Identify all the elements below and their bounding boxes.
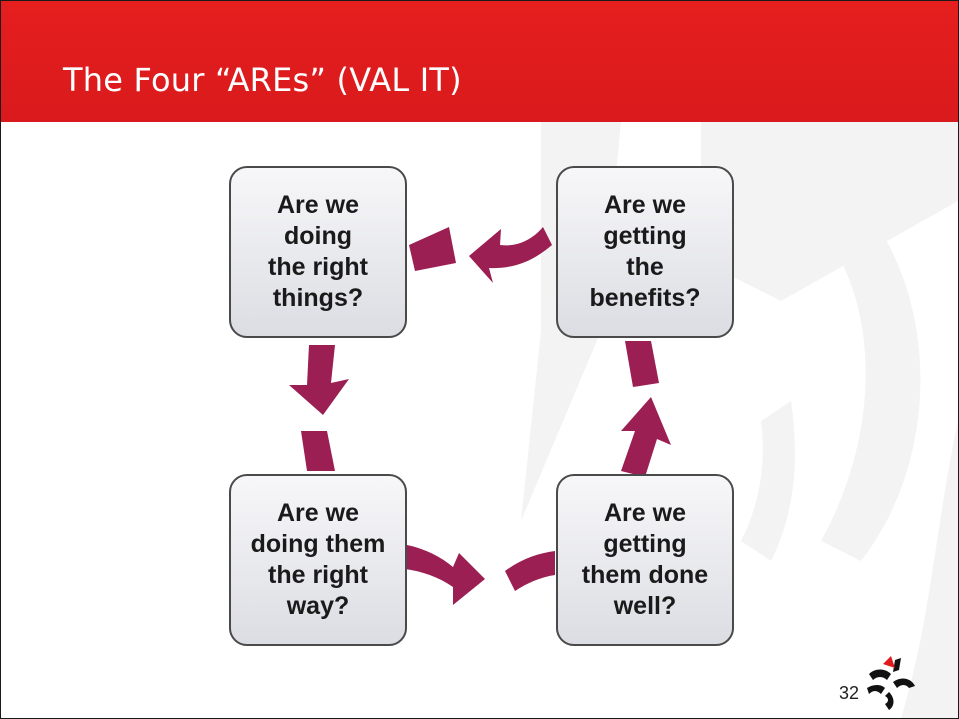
slide-title: The Four “AREs” (VAL IT) (63, 61, 462, 99)
arrow-right-things-tail (409, 227, 456, 271)
arrow-done-well-to-benefits (621, 397, 671, 477)
box-getting-benefits: Are we getting the benefits? (556, 166, 734, 338)
box-doing-right-way: Are we doing them the right way? (229, 474, 407, 646)
page-number: 32 (839, 683, 860, 703)
box-doing-right-things: Are we doing the right things? (229, 166, 407, 338)
arrow-right-way-tail (301, 431, 335, 471)
arrow-right-things-to-right-way (289, 345, 349, 415)
box-doing-right-things-label: Are we doing the right things? (268, 191, 368, 312)
arrow-benefits-to-right-things (469, 227, 552, 283)
box-done-well-label: Are we getting them done well? (581, 499, 709, 620)
box-getting-benefits-label: Are we getting the benefits? (589, 191, 701, 312)
logo-icon (867, 656, 915, 710)
arrow-benefits-tail (625, 341, 659, 387)
arrow-right-way-to-done-well (405, 545, 485, 605)
arrow-done-well-tail (505, 551, 555, 591)
title-bar: The Four “AREs” (VAL IT) (1, 1, 958, 122)
box-done-well: Are we getting them done well? (556, 474, 734, 646)
box-doing-right-way-label: Are we doing them the right way? (250, 499, 386, 620)
